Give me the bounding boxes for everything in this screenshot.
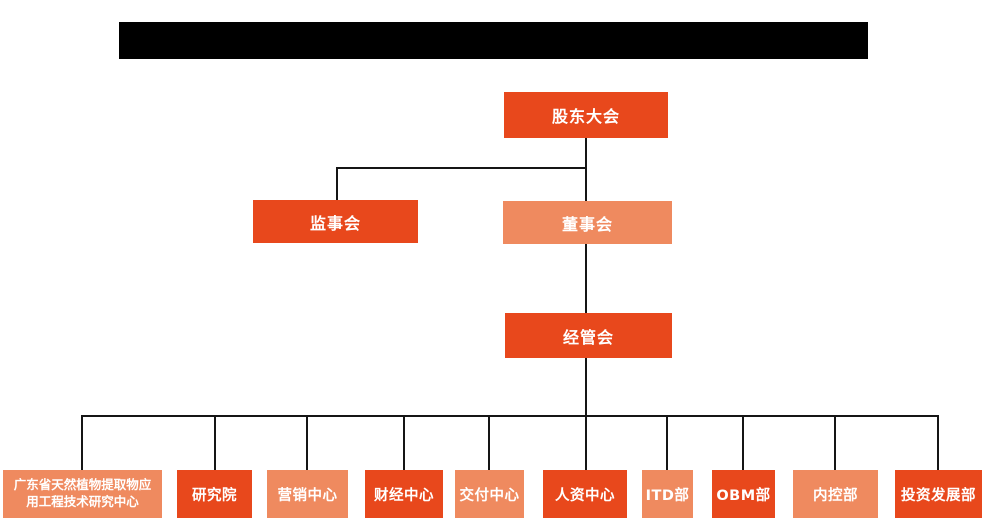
org-node-finance-center: 财经中心 — [365, 470, 443, 518]
connector-drop-8 — [742, 415, 744, 470]
org-node-supervisory-board: 监事会 — [253, 200, 418, 243]
connector-bus — [82, 415, 939, 417]
connector-drop-10 — [937, 415, 939, 470]
connector-drop-5 — [488, 415, 490, 470]
org-node-delivery-center: 交付中心 — [455, 470, 524, 518]
connector-horizontal-supervisory — [336, 167, 587, 169]
connector-drop-7 — [666, 415, 668, 470]
connector-drop-1 — [81, 415, 83, 470]
connector-supervisory-down — [336, 167, 338, 200]
org-node-shareholders-meeting: 股东大会 — [504, 92, 668, 138]
connector-drop-2 — [214, 415, 216, 470]
redacted-title-bar — [119, 22, 868, 59]
connector-drop-6 — [585, 415, 587, 470]
org-node-investment-dev-dept: 投资发展部 — [895, 470, 982, 518]
connector-board-to-management — [585, 244, 587, 313]
org-node-hr-center: 人资中心 — [543, 470, 627, 518]
org-node-board-of-directors: 董事会 — [503, 201, 672, 244]
connector-drop-4 — [403, 415, 405, 470]
org-node-internal-control-dept: 内控部 — [793, 470, 878, 518]
org-node-gd-plant-extract-center: 广东省天然植物提取物应用工程技术研究中心 — [3, 470, 162, 518]
org-node-obm-department: OBM部 — [712, 470, 775, 518]
connector-shareholders-down — [585, 138, 587, 201]
org-node-marketing-center: 营销中心 — [267, 470, 348, 518]
connector-drop-3 — [306, 415, 308, 470]
org-node-itd-department: ITD部 — [642, 470, 693, 518]
org-node-research-institute: 研究院 — [177, 470, 252, 518]
connector-management-down — [585, 358, 587, 417]
org-node-management-committee: 经管会 — [505, 313, 672, 358]
connector-drop-9 — [834, 415, 836, 470]
